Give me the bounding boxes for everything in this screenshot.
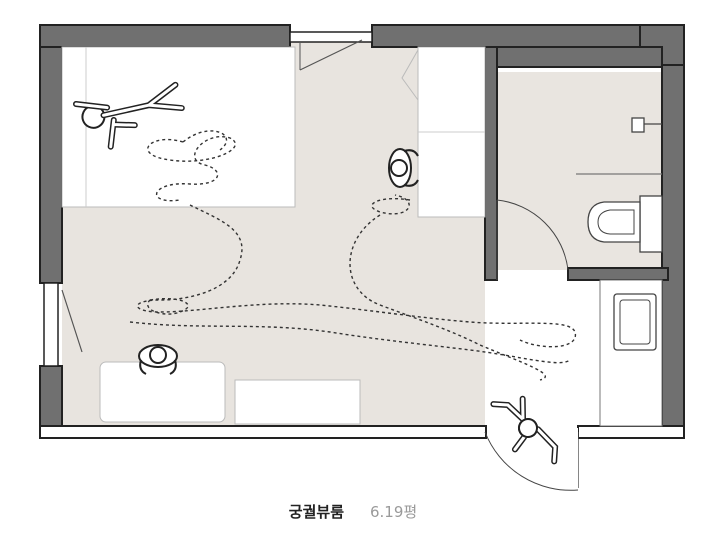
wall-top-right: [371, 24, 685, 48]
kitchen-sink: [613, 293, 657, 351]
person-at-entrance: [490, 395, 559, 465]
entrance-door-arc: [484, 431, 579, 491]
plan-caption: 궁궐뷰룸 6.19평: [0, 496, 706, 526]
room-area: 6.19평: [370, 502, 418, 521]
bathroom-door-arc: [496, 199, 569, 271]
wall-top-left: [39, 24, 291, 48]
wall-left-top: [39, 24, 63, 284]
movement-path: [129, 130, 576, 381]
wall-bottom-left: [39, 425, 487, 439]
toilet-bowl: [587, 201, 641, 243]
window-top: [289, 31, 373, 43]
floor-plan: [39, 24, 685, 491]
desk-bottom-left: [99, 361, 226, 423]
wall-bathroom-top: [484, 46, 663, 68]
wall-right: [661, 24, 685, 439]
cabinet-bottom: [234, 379, 361, 425]
toilet-tank: [639, 195, 663, 253]
wall-bathroom-left: [484, 46, 498, 281]
window-left: [43, 282, 59, 367]
wall-bathroom-bottom: [567, 267, 669, 281]
person-lying-on-bed: [73, 81, 185, 150]
room-name: 궁궐뷰룸: [288, 502, 344, 521]
wall-bottom-right: [577, 425, 685, 439]
sink-tap: [631, 117, 645, 133]
bed: [61, 46, 296, 208]
